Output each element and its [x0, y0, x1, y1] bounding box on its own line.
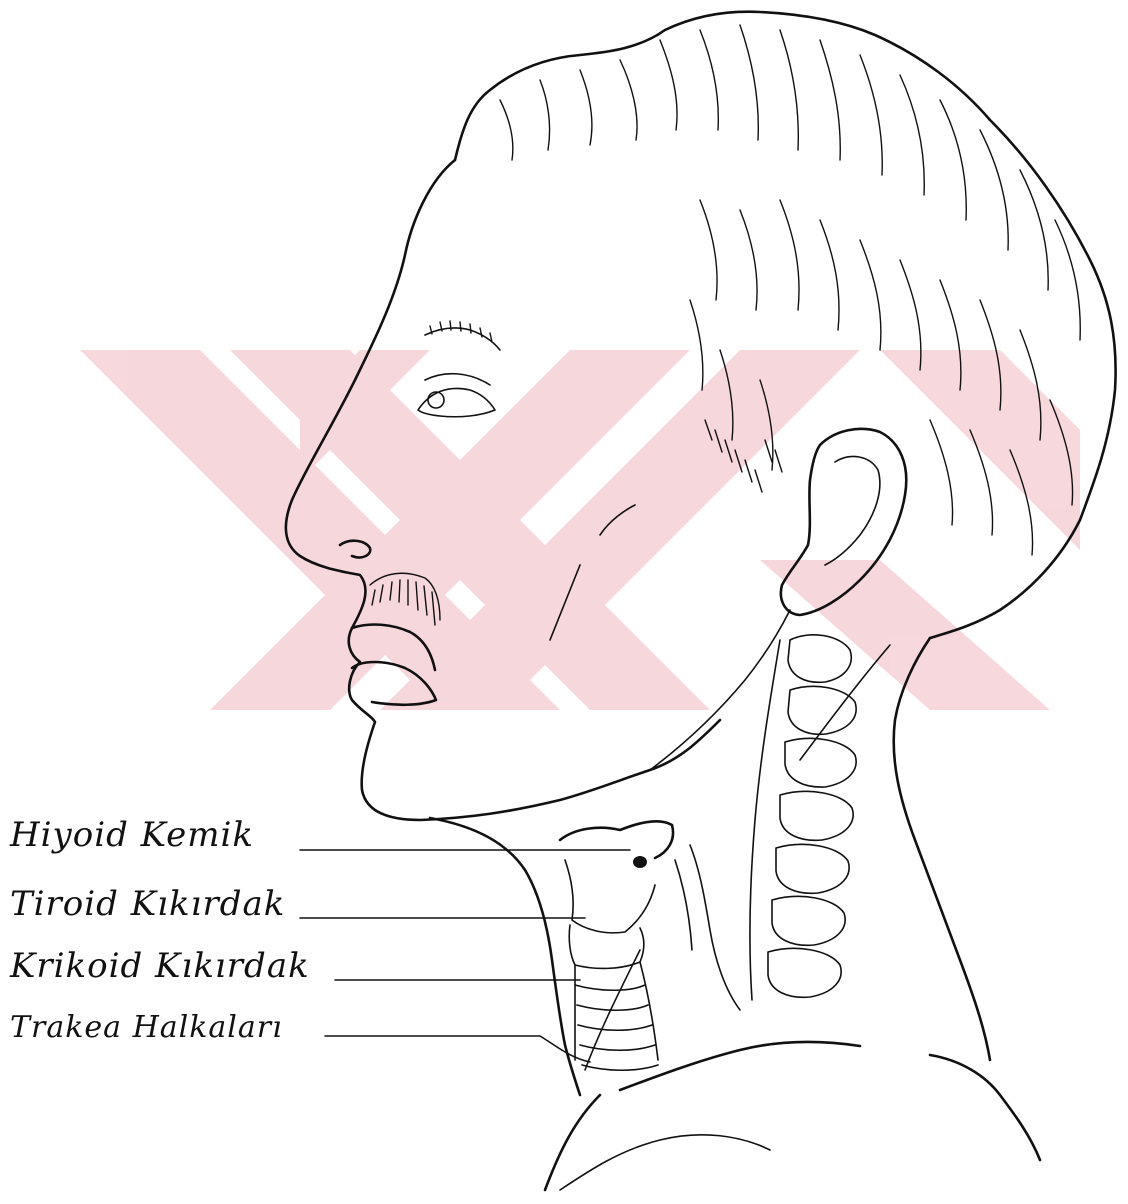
cervical-vertebrae	[768, 635, 856, 998]
pointer-line-vertebra	[800, 645, 890, 760]
eye-crease	[425, 374, 490, 385]
ear-inner	[825, 456, 880, 565]
label-cricoid-cartilage: Krikoid Kıkırdak	[10, 946, 310, 986]
eyebrow	[425, 328, 500, 350]
shoulder-right	[930, 1055, 1040, 1160]
label-hyoid-bone: Hiyoid Kemik	[10, 815, 254, 855]
hair-strokes	[500, 25, 1080, 555]
eye-iris	[428, 392, 444, 408]
leader-trachea	[325, 1036, 590, 1062]
eye	[418, 388, 495, 416]
watermark-logo	[80, 350, 1080, 710]
larynx	[560, 821, 740, 1070]
spinal-column-front	[750, 640, 780, 1000]
eyebrow-hairs	[430, 321, 492, 342]
chest-line	[560, 1135, 770, 1190]
neck-front	[430, 818, 580, 1095]
hyoid-dot	[633, 856, 647, 868]
collar-line	[545, 1095, 600, 1190]
label-tracheal-rings: Trakea Halkaları	[10, 1010, 283, 1045]
label-thyroid-cartilage: Tiroid Kıkırdak	[10, 884, 285, 924]
